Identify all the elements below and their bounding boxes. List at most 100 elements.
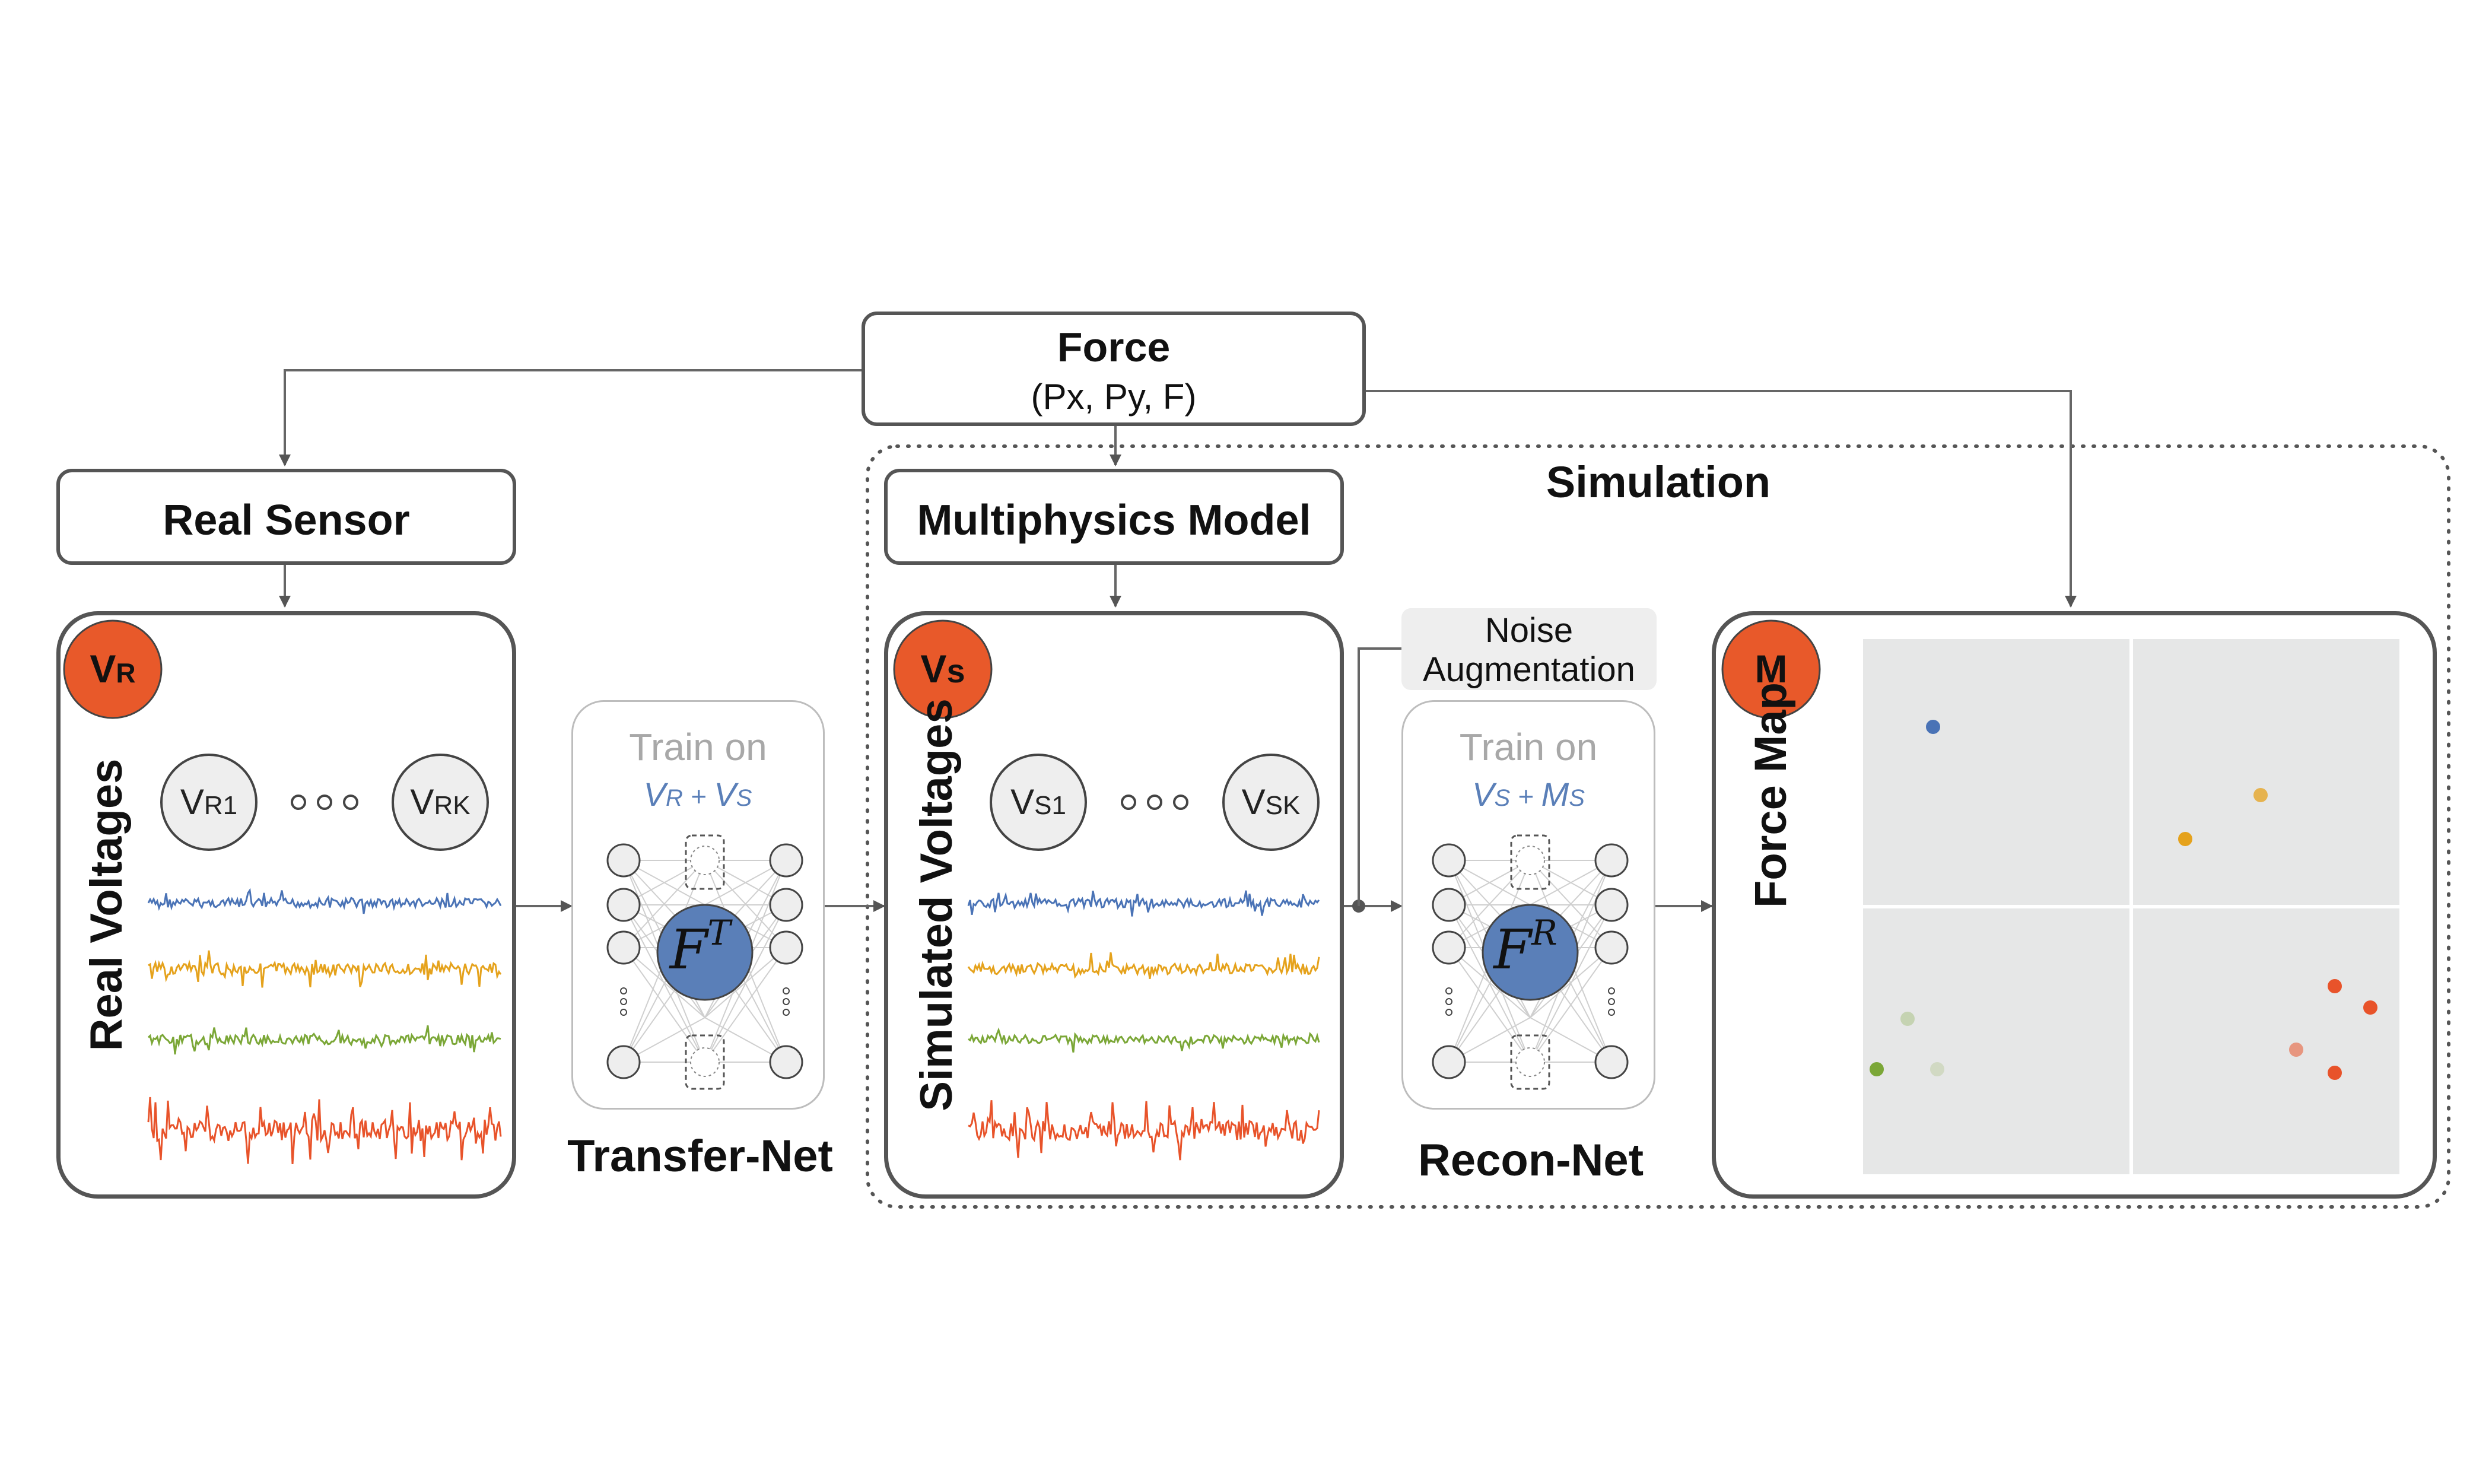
transfer-net-output-node: [769, 888, 803, 922]
transfer-net-ellipsis-dot: [783, 998, 790, 1005]
transfer-net-edge: [623, 860, 705, 948]
sim-node-first: [990, 754, 1087, 851]
real-node-first: [160, 754, 258, 851]
real-signal-green: [147, 1025, 501, 1055]
transfer-net-output-node: [769, 930, 803, 965]
recon-net-ellipsis-dot: [1445, 1009, 1452, 1016]
recon-net-hidden-bottom-box: [1510, 1034, 1550, 1090]
force-map-point: [1926, 720, 1940, 734]
force-title: Force: [1057, 324, 1171, 370]
sim-signal-blue: [967, 890, 1320, 917]
recon-net-hidden-node: [1515, 846, 1545, 875]
transfer-net-symbol: FT: [669, 913, 733, 981]
recon-net-main-node: [1482, 904, 1579, 1001]
recon-train-on: Train on: [1459, 726, 1598, 768]
transfer-net-input-node: [606, 1045, 641, 1079]
force-map-point: [2253, 788, 2268, 802]
transfer-net-hidden-node: [690, 1047, 720, 1077]
transfer-net-input-node: [606, 930, 641, 965]
recon-net-symbol: FR: [1492, 913, 1557, 981]
recon-net-graph: FR: [1432, 834, 1629, 1090]
recon-net-formula: VS + MS: [1472, 776, 1585, 813]
recon-net-input-node: [1432, 1045, 1466, 1079]
sim-node-first-label: VS1: [1010, 782, 1066, 822]
recon-net-ellipsis-dot: [1608, 987, 1615, 994]
sim-signal-green: [968, 1027, 1320, 1053]
recon-net-ellipsis-dot: [1608, 1009, 1615, 1016]
force-map-point: [2328, 1066, 2342, 1080]
real-node-ellipsis: [291, 795, 358, 810]
transfer-net-edge: [704, 947, 787, 1063]
recon-net-hidden-top-box: [1510, 834, 1550, 890]
real-node-last: [392, 754, 489, 851]
recon-net-edge: [1448, 860, 1531, 948]
transfer-net-hidden-bottom-box: [685, 1034, 725, 1090]
force-map-point: [2328, 979, 2342, 993]
real-badge-label: VR: [90, 647, 135, 691]
real-signal-blue: [147, 888, 502, 914]
arrow-force-to-force-map: [1366, 390, 2077, 608]
recon-net-edge: [1530, 947, 1612, 1063]
recon-net-output-node: [1594, 843, 1629, 878]
recon-net-output-node: [1594, 1045, 1629, 1079]
force-map-plot: [1863, 639, 2399, 1174]
force-map-point: [2178, 832, 2192, 846]
multiphysics-box: Multiphysics Model: [884, 469, 1344, 565]
real-signal-orange: [148, 950, 502, 988]
recon-net-ellipsis-dot: [1445, 998, 1452, 1005]
simulated-voltages-label: Simulated Voltages: [911, 698, 962, 1111]
force-map-point: [2289, 1043, 2303, 1057]
noise-line1: Noise: [1485, 611, 1574, 650]
transfer-net-formula: VR + VS: [644, 776, 752, 813]
multiphysics-title: Multiphysics Model: [917, 497, 1311, 544]
transfer-net-hidden-top-box: [685, 834, 725, 890]
simulation-title: Simulation: [1546, 457, 1771, 507]
real-node-first-label: VR1: [180, 782, 237, 822]
real-sensor-title: Real Sensor: [163, 497, 410, 544]
recon-net-ellipsis-dot: [1608, 998, 1615, 1005]
recon-net-input-node: [1432, 888, 1466, 922]
force-map-point: [1900, 1012, 1915, 1026]
transfer-net-graph: FT: [606, 834, 803, 1090]
force-map-point: [1930, 1062, 1944, 1076]
real-sensor-box: Real Sensor: [56, 469, 516, 565]
sim-node-last: [1222, 754, 1320, 851]
recon-net-input-node: [1432, 930, 1466, 965]
real-signal-red: [147, 1097, 502, 1164]
transfer-net-input-node: [606, 888, 641, 922]
transfer-net-ellipsis-dot: [783, 1009, 790, 1016]
transfer-net-ellipsis-dot: [620, 987, 627, 994]
noise-augmentation-box: Noise Augmentation: [1401, 608, 1657, 690]
arrow-force-to-real-sensor: [279, 369, 862, 466]
transfer-net-ellipsis-dot: [620, 1009, 627, 1016]
transfer-net-output-node: [769, 843, 803, 878]
sim-badge-label: Vs: [920, 647, 965, 691]
noise-line2: Augmentation: [1423, 650, 1635, 689]
force-subtitle: (Px, Py, F): [1031, 377, 1197, 417]
recon-net-output-node: [1594, 888, 1629, 922]
sim-signal-red: [968, 1100, 1320, 1161]
force-map-points: [1870, 720, 2377, 1080]
transfer-net-input-node: [606, 843, 641, 878]
noise-connector: [1358, 647, 1401, 906]
real-voltages-label: Real Voltages: [81, 759, 132, 1051]
sim-node-ellipsis: [1121, 795, 1188, 810]
map-badge-label: M: [1755, 647, 1788, 691]
transfer-net-ellipsis-dot: [783, 987, 790, 994]
force-map-point: [1870, 1062, 1884, 1076]
sim-node-last-label: VSK: [1242, 782, 1301, 822]
transfer-net-ellipsis-dot: [620, 998, 627, 1005]
recon-net-hidden-node: [1515, 1047, 1545, 1077]
force-map-point: [2363, 1000, 2377, 1015]
transfer-net-output-node: [769, 1045, 803, 1079]
sim-signal-orange: [967, 952, 1320, 979]
real-badge-circle: [63, 619, 163, 719]
transfer-train-on: Train on: [629, 726, 767, 768]
map-badge-circle: [1721, 619, 1821, 719]
force-map-label: Force Map: [1746, 682, 1796, 908]
transfer-net-main-node: [656, 904, 754, 1001]
recon-net-output-node: [1594, 930, 1629, 965]
